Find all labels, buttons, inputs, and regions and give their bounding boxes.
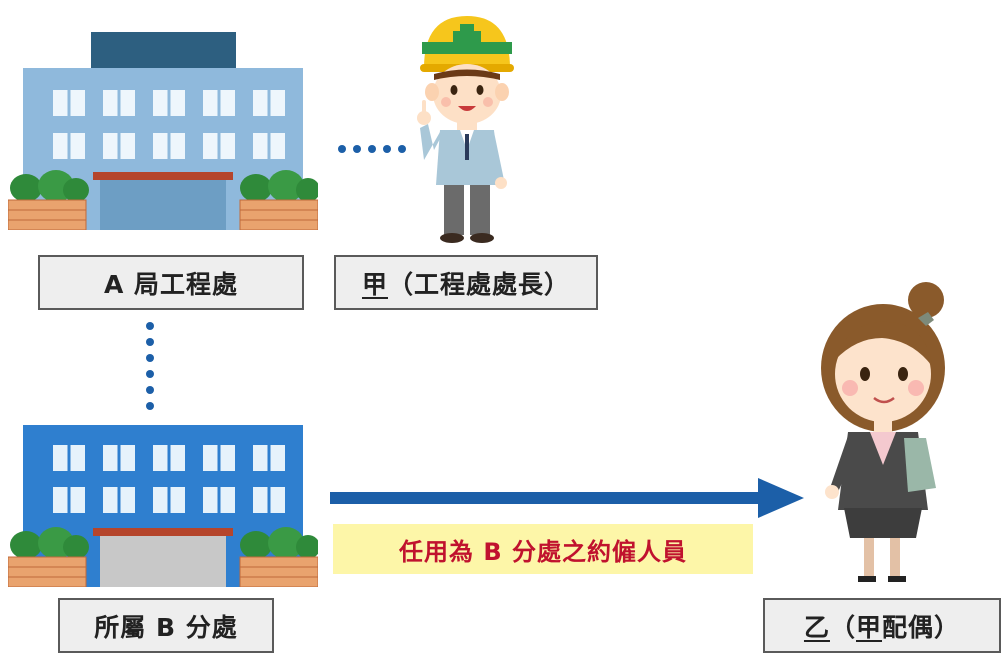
a-office-label: A 局工程處 [38, 255, 304, 310]
building-b-icon [8, 425, 318, 587]
jia-label: 甲（工程處處長） [334, 255, 598, 310]
businesswoman-icon [821, 282, 945, 582]
jia-role-text: （工程處處長） [388, 269, 571, 299]
yi-relation-rest: 配偶） [882, 612, 961, 642]
dotted-connector-a-b [146, 322, 154, 410]
a-office-label-text: A 局工程處 [103, 269, 239, 299]
hardhat-worker-icon [417, 16, 514, 243]
yi-paren-open: （ [829, 612, 856, 642]
relation-caption: 任用為 B 分處之約僱人員 [333, 524, 753, 574]
b-office-label-text: 所屬 B 分處 [94, 612, 238, 642]
employment-arrow [330, 478, 804, 518]
building-a-icon [8, 32, 318, 230]
dotted-connector-a-worker [338, 145, 406, 153]
relation-caption-text: 任用為 B 分處之約僱人員 [398, 537, 687, 566]
jia-name-text: 甲 [361, 269, 388, 299]
yi-name-text: 乙 [803, 612, 830, 642]
yi-relation-char: 甲 [856, 612, 883, 642]
yi-label: 乙（甲配偶） [763, 598, 1001, 653]
b-office-label: 所屬 B 分處 [58, 598, 274, 653]
